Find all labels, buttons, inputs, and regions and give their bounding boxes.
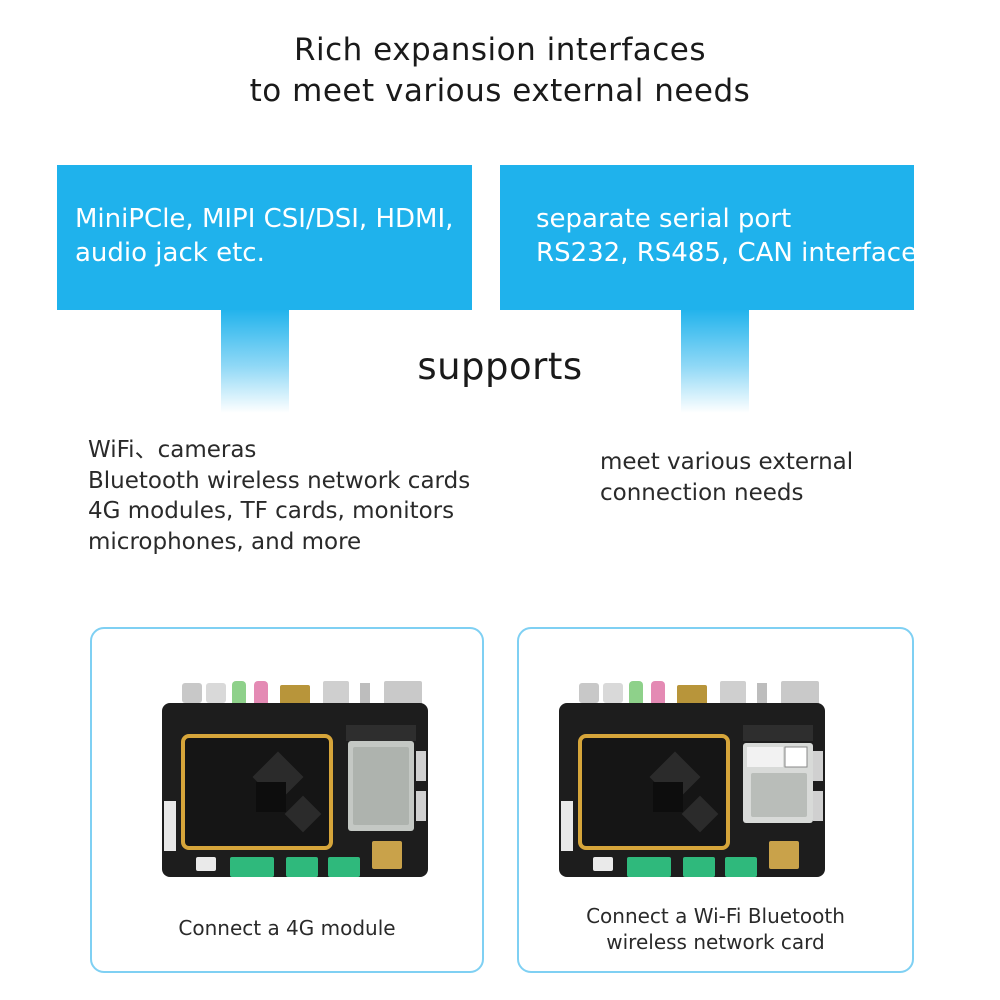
card-4g-module: Connect a 4G module — [90, 627, 484, 973]
list-item: meet various external — [600, 449, 854, 475]
external-needs-text: meet various external connection needs — [600, 447, 853, 508]
serial-port-box: separate serial port RS232, RS485, CAN i… — [500, 165, 918, 310]
supports-label: supports — [417, 345, 583, 388]
caption-line-2: wireless network card — [606, 930, 825, 954]
connector-stem-left — [221, 308, 289, 413]
caption-line-1: Connect a Wi-Fi Bluetooth — [586, 904, 845, 928]
page-heading: Rich expansion interfaces to meet variou… — [0, 30, 1000, 112]
list-item: WiFi、cameras — [88, 437, 257, 463]
card-wifi-bluetooth: Connect a Wi-Fi Bluetooth wireless netwo… — [517, 627, 914, 973]
board-with-wifi-card-image — [559, 681, 825, 877]
heading-line-1: Rich expansion interfaces — [293, 32, 707, 68]
list-item: connection needs — [600, 479, 804, 506]
serial-line-2: RS232, RS485, CAN interface — [536, 238, 918, 268]
card-caption: Connect a 4G module — [92, 915, 482, 941]
list-item: Bluetooth wireless network cards — [88, 467, 471, 494]
list-item: 4G modules, TF cards, monitors — [88, 498, 455, 524]
interfaces-line-1: MiniPCle, MIPI CSI/DSI, HDMI, — [75, 204, 454, 234]
serial-line-1: separate serial port — [536, 204, 792, 234]
connector-stem-right — [681, 308, 749, 413]
card-caption: Connect a Wi-Fi Bluetooth wireless netwo… — [519, 903, 912, 955]
interfaces-box: MiniPCle, MIPI CSI/DSI, HDMI, audio jack… — [57, 165, 472, 310]
interfaces-line-2: audio jack etc. — [75, 238, 265, 268]
heading-line-2: to meet various external needs — [249, 73, 751, 109]
board-with-4g-module-image — [162, 681, 428, 877]
list-item: microphones, and more — [88, 528, 362, 555]
caption-line-1: Connect a 4G module — [178, 916, 396, 940]
supported-devices-list: WiFi、cameras Bluetooth wireless network … — [88, 435, 470, 557]
